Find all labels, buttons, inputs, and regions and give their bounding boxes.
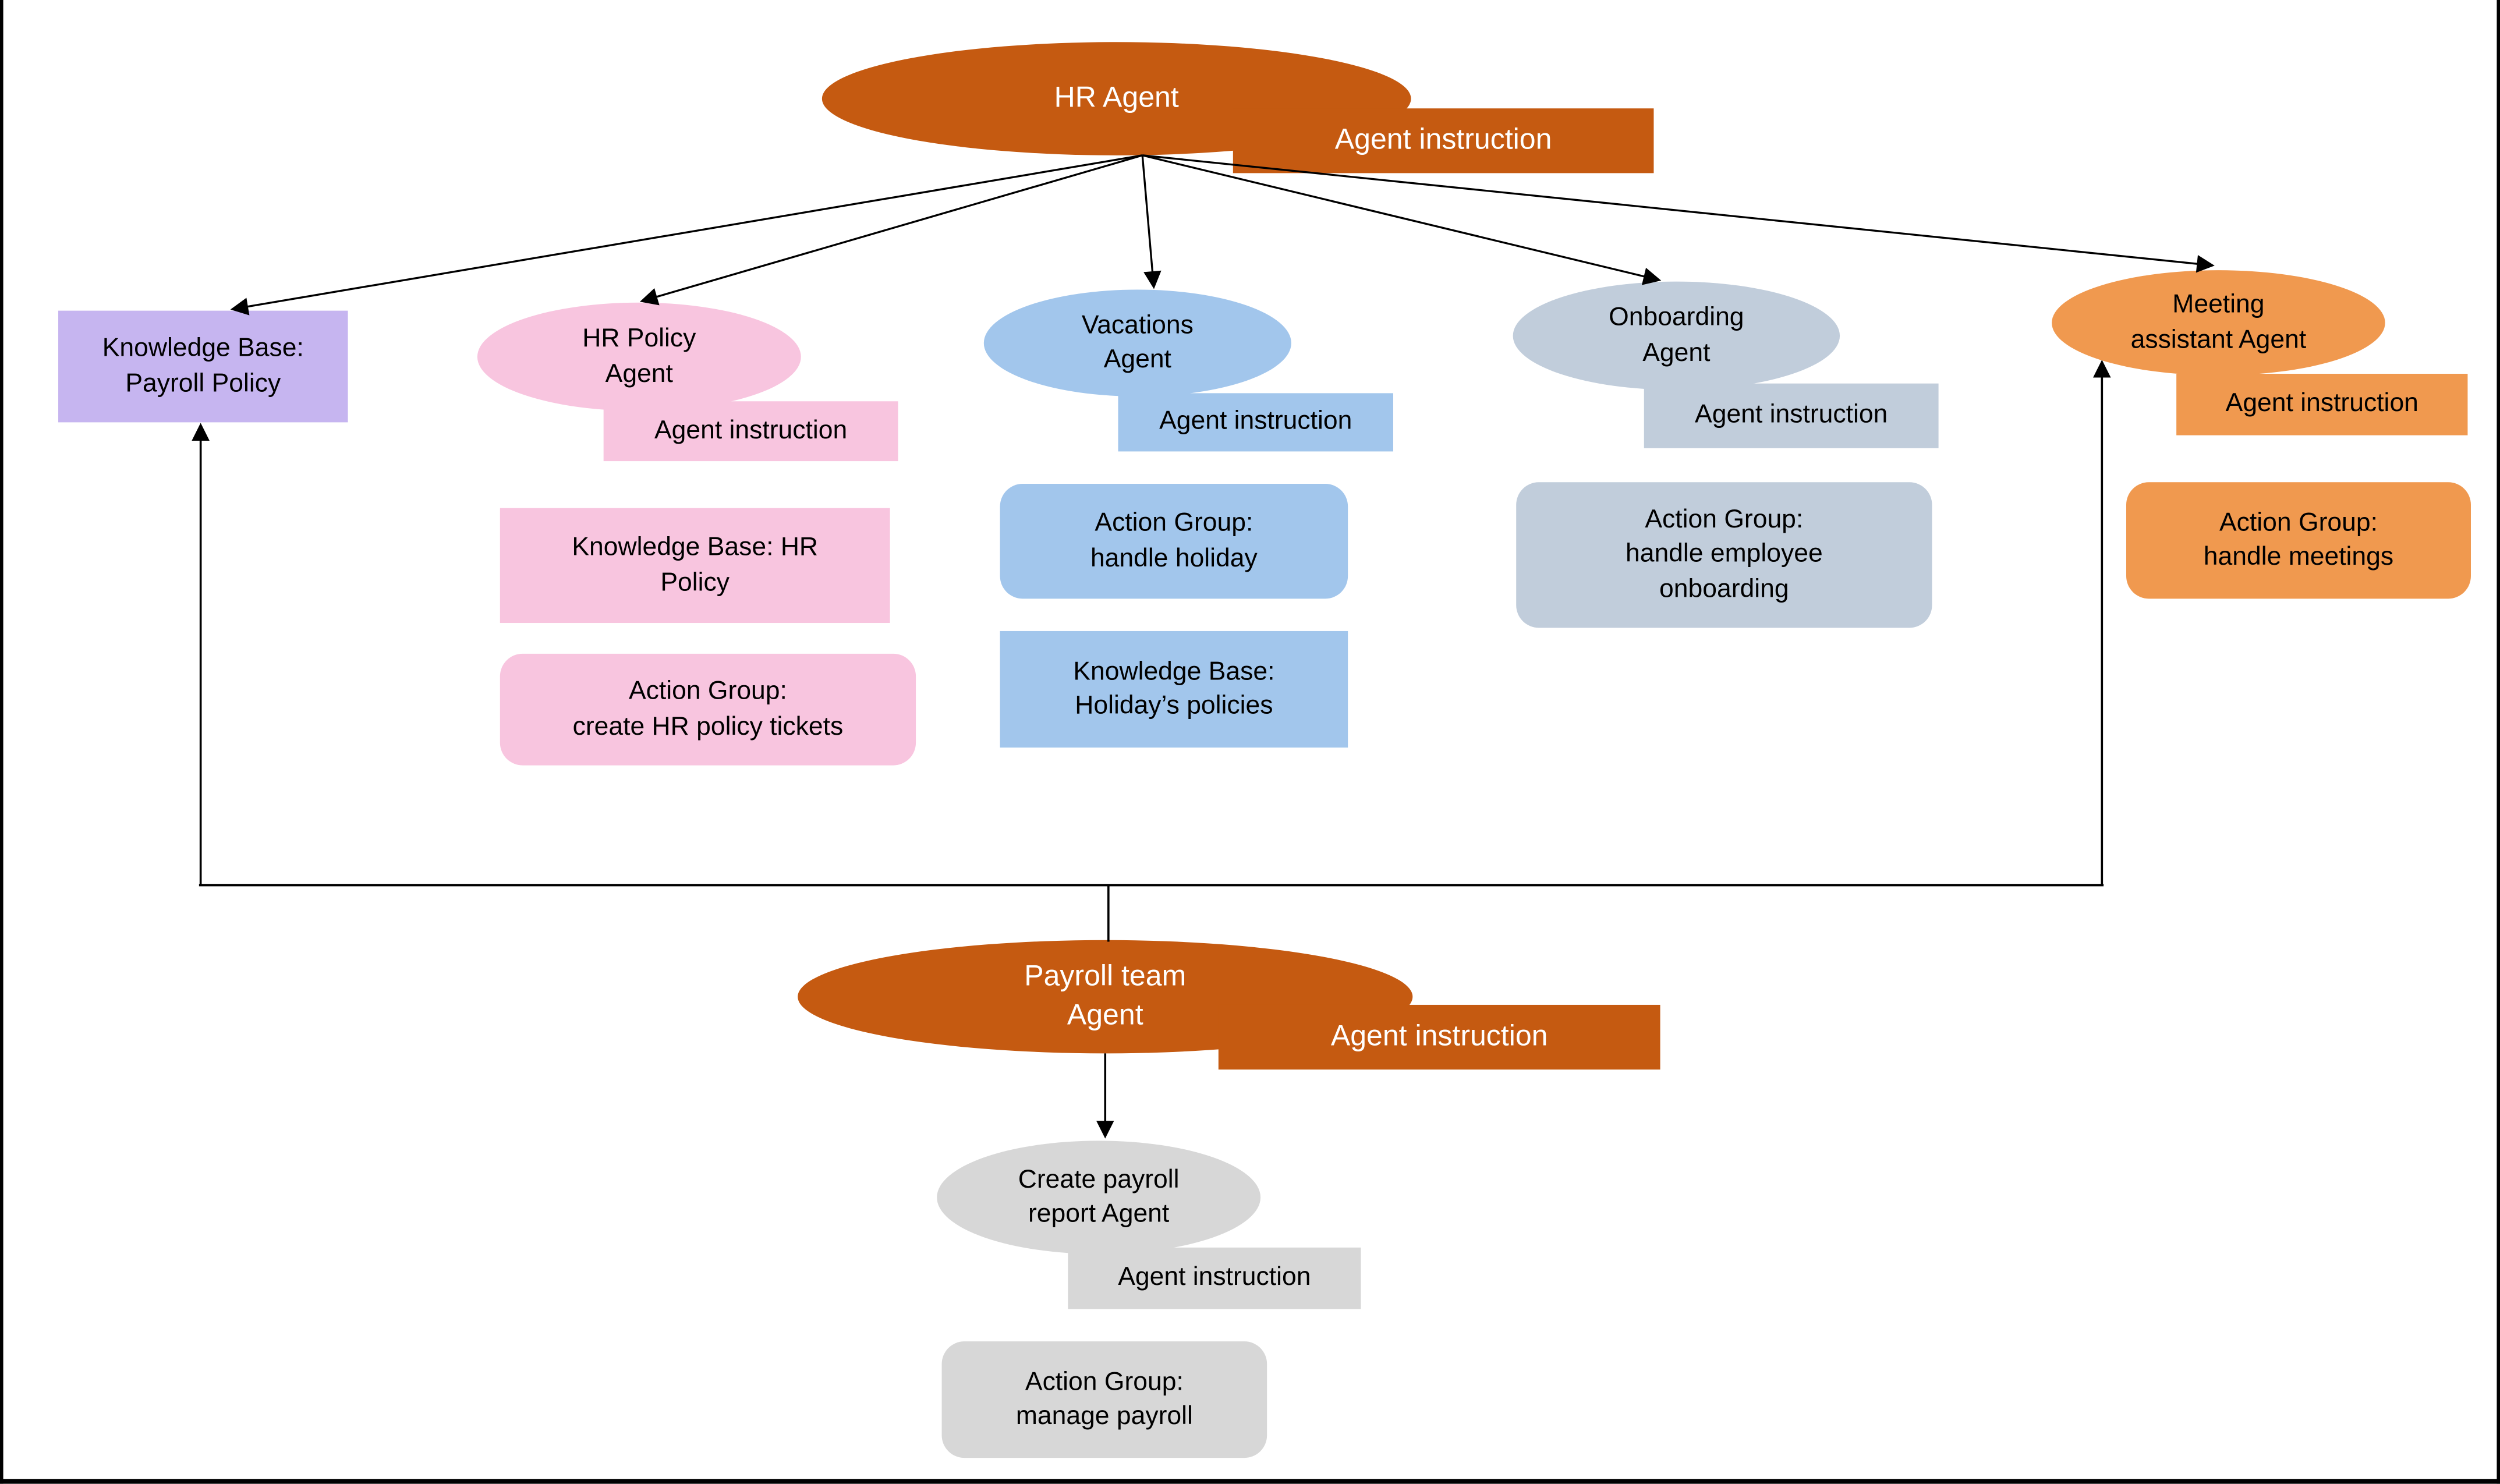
vacations-action-group: Action Group: handle holiday — [1000, 484, 1348, 599]
hr-policy-instruction: Agent instruction — [603, 401, 898, 462]
hr-agent-instruction: Agent instruction — [1233, 108, 1654, 173]
vacations-instruction: Agent instruction — [1118, 393, 1393, 452]
kb-hr-policy-box: Knowledge Base: HR Policy — [500, 508, 890, 624]
kb-holiday-policies-box: Knowledge Base: Holiday’s policies — [1000, 631, 1348, 748]
arrow-hr-to-onboarding — [1142, 154, 1662, 285]
meeting-instruction: Agent instruction — [2176, 374, 2468, 435]
onboarding-agent-ellipse: Onboarding Agent — [1513, 281, 1840, 390]
arrow-hr-to-kb-payroll — [230, 154, 1143, 316]
manage-payroll-action-group: Action Group: manage payroll — [941, 1341, 1267, 1458]
meeting-assistant-ellipse: Meeting assistant Agent — [2052, 270, 2385, 376]
onboarding-action-group: Action Group: handle employee onboarding — [1516, 482, 1932, 628]
create-payroll-instruction: Agent instruction — [1068, 1247, 1361, 1309]
kb-payroll-policy-box: Knowledge Base: Payroll Policy — [58, 310, 348, 423]
hr-policy-action-group: Action Group: create HR policy tickets — [500, 653, 916, 766]
arrow-hr-to-vacations — [1141, 155, 1162, 289]
vacations-agent-ellipse: Vacations Agent — [983, 289, 1291, 396]
payroll-team-instruction: Agent instruction — [1218, 1004, 1660, 1070]
create-payroll-report-ellipse: Create payroll report Agent — [937, 1141, 1261, 1254]
onboarding-instruction: Agent instruction — [1644, 383, 1939, 448]
meeting-action-group: Action Group: handle meetings — [2126, 482, 2471, 599]
hr-policy-agent-ellipse: HR Policy Agent — [477, 302, 801, 411]
arrow-hr-to-hr-policy — [639, 154, 1143, 306]
